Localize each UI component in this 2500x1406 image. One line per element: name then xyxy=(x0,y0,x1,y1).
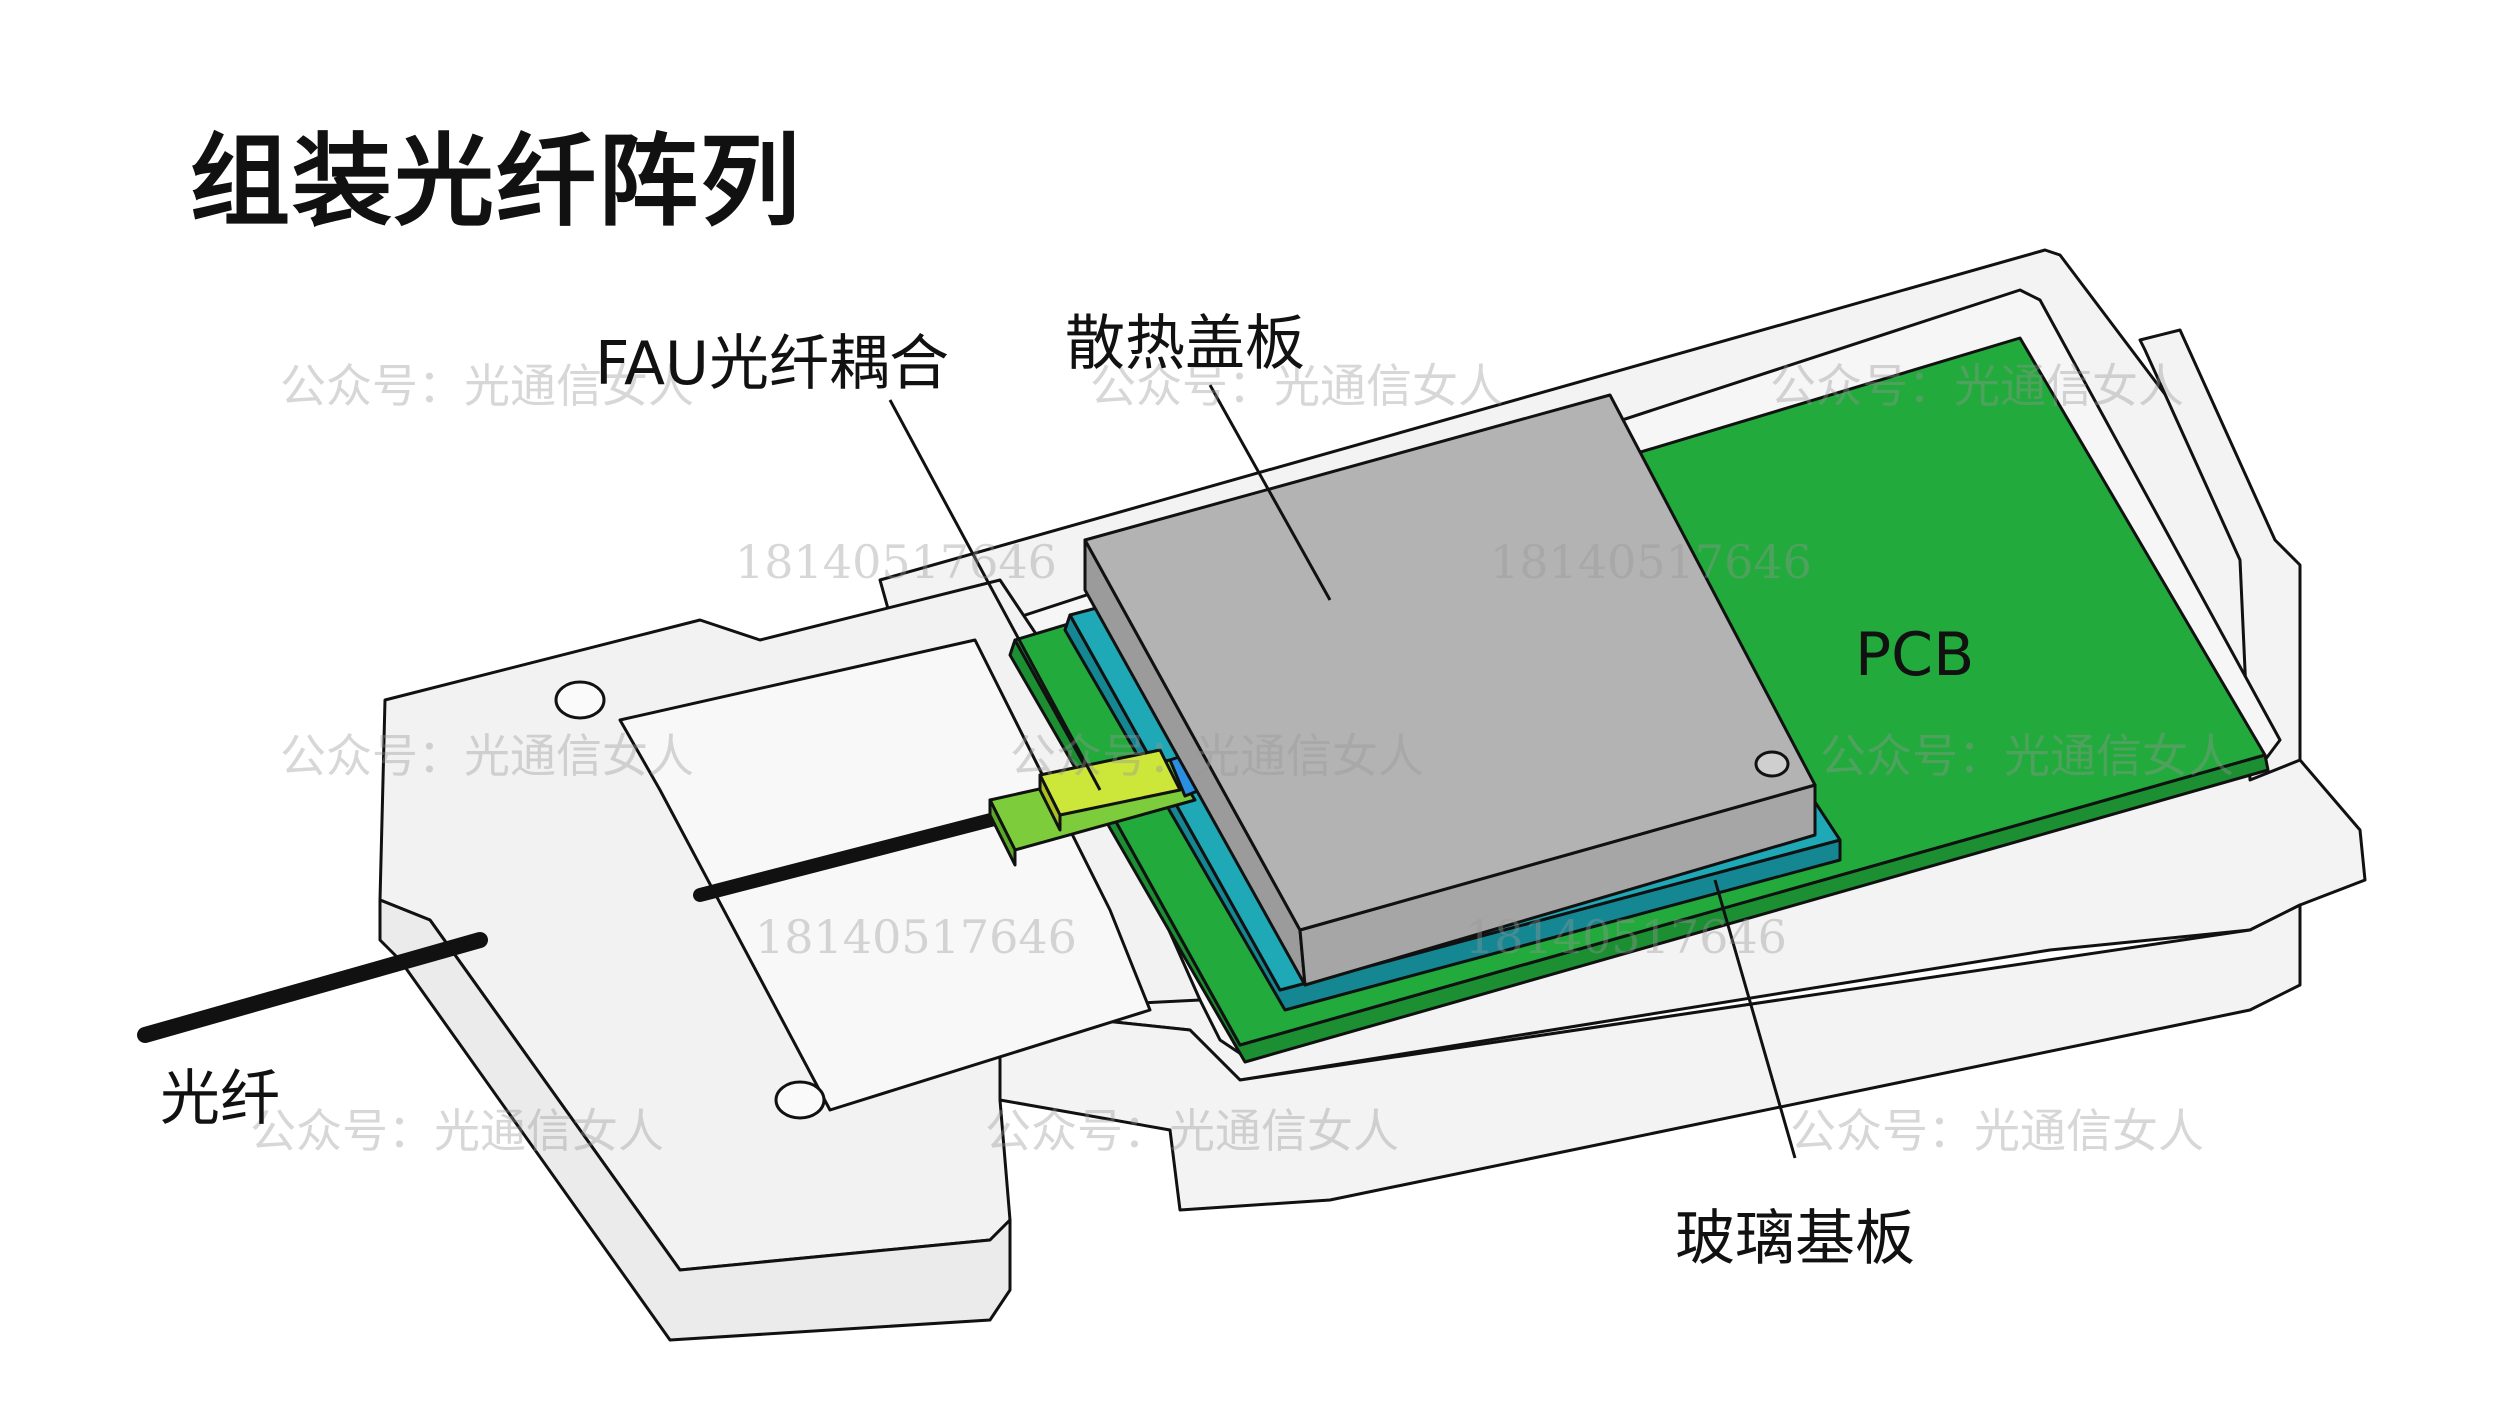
watermark-phone: 18140517646 xyxy=(1465,910,1787,964)
fau-base-front xyxy=(988,798,1017,867)
heatsink-screw xyxy=(1754,750,1790,778)
leader-lines xyxy=(888,384,1797,1159)
tray-front-body xyxy=(998,903,2302,1212)
label-fiber: 光纤 xyxy=(160,1064,280,1134)
watermark-account: 公众号：光通信女人 xyxy=(1770,359,2184,413)
fiber-mid xyxy=(693,808,1017,902)
watermark-account: 公众号：光通信女人 xyxy=(1010,729,1424,783)
watermark-phone: 18140517646 xyxy=(755,910,1077,964)
watermark-account: 公众号：光通信女人 xyxy=(1790,1104,2204,1158)
label-fau: FAU光纤耦合 xyxy=(595,329,949,399)
mounting-holes xyxy=(554,680,826,1120)
watermark-account: 公众号：光通信女人 xyxy=(250,1104,664,1158)
watermark-account: 公众号：光通信女人 xyxy=(1820,729,2234,783)
watermark-phone: 18140517646 xyxy=(735,535,1057,589)
hole-1 xyxy=(554,680,606,720)
watermark-account: 公众号：光通信女人 xyxy=(1090,359,1504,413)
tray-right-ridge xyxy=(2138,328,2302,782)
page-title: 组装光纤阵列 xyxy=(190,123,802,240)
watermark-account: 公众号：光通信女人 xyxy=(985,1104,1399,1158)
tray-window xyxy=(618,638,1152,1112)
leader-glass xyxy=(1713,879,1797,1159)
label-pcb: PCB xyxy=(1855,620,1975,690)
fiber-bundle xyxy=(137,808,1017,1043)
label-glass: 玻璃基板 xyxy=(1675,1204,1915,1274)
leader-fau xyxy=(888,399,1102,791)
watermark-account: 公众号：光通信女人 xyxy=(280,729,694,783)
hole-2 xyxy=(774,1080,826,1120)
leader-heatsink xyxy=(1208,384,1332,601)
heatsink-lid xyxy=(1083,393,1817,987)
heatsink-top xyxy=(1083,393,1817,932)
watermark-phone: 18140517646 xyxy=(1490,535,1812,589)
fiber-outer xyxy=(137,932,488,1043)
label-heatsink: 散热盖板 xyxy=(1065,309,1305,379)
fau-block-side xyxy=(1038,773,1062,832)
watermark-account: 公众号：光通信女人 xyxy=(280,359,694,413)
